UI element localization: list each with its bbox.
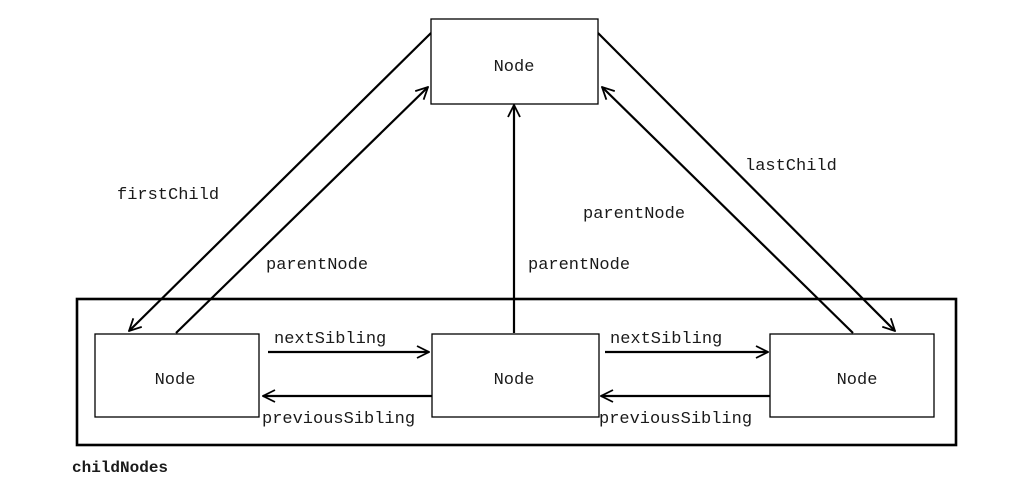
first-child-label: firstChild <box>117 186 219 205</box>
last-child-node: Node <box>769 333 935 418</box>
last-child-node-label: Node <box>837 371 878 390</box>
middle-child-node: Node <box>431 333 600 418</box>
last-child-node-box <box>769 333 935 418</box>
last-child-label: lastChild <box>745 157 837 176</box>
first-child-node-label: Node <box>155 371 196 390</box>
parent-node-label-first: parentNode <box>266 256 368 275</box>
parent-node-box <box>430 18 599 105</box>
middle-child-node-box <box>431 333 600 418</box>
first-child-arrow <box>129 32 432 331</box>
parent-node-label-middle: parentNode <box>528 256 630 275</box>
next-sibling-label-2: nextSibling <box>610 330 722 349</box>
child-nodes-frame <box>75 297 958 447</box>
next-sibling-label-1: nextSibling <box>274 330 386 349</box>
parent-node-arrow-first <box>175 87 428 334</box>
parent-node-label-last: parentNode <box>583 205 685 224</box>
last-child-arrow <box>597 32 895 331</box>
first-child-node-box <box>94 333 260 418</box>
previous-sibling-label-1: previousSibling <box>262 410 415 429</box>
first-child-node: Node <box>94 333 260 418</box>
middle-child-node-label: Node <box>494 371 535 390</box>
parent-node-label: Node <box>494 58 535 77</box>
parent-node-arrow-last <box>602 87 854 334</box>
parent-node: Node <box>430 18 599 105</box>
child-nodes-label: childNodes <box>72 459 168 477</box>
previous-sibling-label-2: previousSibling <box>599 410 752 429</box>
